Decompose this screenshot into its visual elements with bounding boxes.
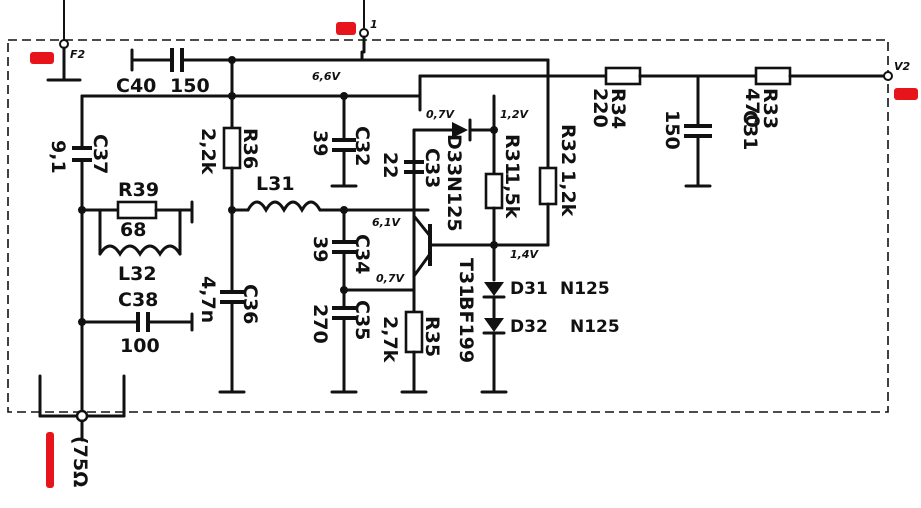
voltage-base: 1,4V (510, 248, 539, 261)
r36-resistor (222, 126, 242, 170)
voltage-supply: 6,6V (312, 70, 341, 83)
d32-diode (484, 318, 504, 332)
terminal-f2-label: F2 (70, 48, 86, 61)
r34-value: 220 (589, 88, 611, 128)
d31-value: N125 (560, 279, 610, 299)
c40-value: 150 (170, 75, 210, 97)
t31-transistor (412, 198, 496, 292)
c33-value: 22 (379, 152, 401, 178)
voltage-collector: 6,1V (372, 216, 401, 229)
c31-value: 150 (661, 110, 683, 150)
d33-diode (452, 122, 468, 138)
d33-ref: D33 (443, 134, 465, 176)
c34-ref: C34 (351, 234, 373, 274)
terminal-bottom: (75Ω (38, 374, 126, 487)
l31-inductor (246, 200, 322, 214)
r36-value: 2,2k (197, 128, 219, 175)
t31-value: BF199 (455, 296, 477, 363)
c40-ref: C40 (116, 75, 156, 97)
red-marker-f2 (30, 52, 54, 64)
r31-resistor (484, 172, 504, 210)
terminal-v2-pin (883, 71, 893, 81)
r31-value: 1,5k (501, 172, 523, 219)
r33-value: 470 (741, 88, 763, 128)
r34-ref: R34 (607, 88, 629, 129)
terminal-v2-label: V2 (894, 60, 911, 73)
t31-ref: T31 (455, 258, 477, 297)
l31-ref: L31 (256, 173, 295, 195)
c36-value: 4,7n (197, 276, 219, 323)
c32-ref: C32 (351, 126, 373, 166)
r36-ref: R36 (239, 128, 261, 169)
c31-ref: C31 (739, 110, 761, 150)
module-outline (7, 39, 889, 413)
c38-ref: C38 (118, 289, 158, 311)
r33-resistor (754, 66, 792, 86)
c32-value: 39 (309, 130, 331, 156)
red-marker-bottom (46, 432, 54, 488)
r34-resistor (604, 66, 642, 86)
voltage-anode: 0,7V (426, 108, 455, 121)
r32-resistor (538, 166, 558, 206)
terminal-top-label: 1 (370, 18, 378, 31)
d33-value: N125 (443, 176, 465, 232)
r31-ref: R31 (501, 134, 523, 175)
red-marker-v2 (894, 88, 918, 100)
c35-value: 270 (309, 304, 331, 344)
red-marker-top (336, 22, 356, 35)
l32-inductor (98, 244, 182, 257)
terminal-bottom-label: (75Ω (69, 436, 91, 487)
d32-value: N125 (570, 317, 620, 337)
d31-diode (484, 282, 504, 296)
r32-value: 1,2k (557, 170, 579, 217)
d31-ref: D31 (510, 279, 548, 299)
r39-ref: R39 (118, 179, 159, 201)
c37-ref: C37 (89, 134, 111, 174)
r35-value: 2,7k (379, 316, 401, 363)
d32-ref: D32 (510, 317, 548, 337)
c37-value: 9,1 (47, 140, 69, 174)
r32-ref: R32 (557, 124, 579, 165)
c36-ref: C36 (239, 284, 261, 324)
voltage-emitter: 0,7V (376, 272, 405, 285)
r33-ref: R33 (759, 88, 781, 129)
c34-value: 39 (309, 236, 331, 262)
voltage-cathode: 1,2V (500, 108, 529, 121)
r39-resistor (116, 200, 158, 220)
r35-resistor (404, 310, 424, 354)
l32-ref: L32 (118, 263, 157, 285)
c35-ref: C35 (351, 300, 373, 340)
terminal-f2: F2 (46, 0, 86, 82)
c33-ref: C33 (421, 148, 443, 188)
r39-value: 68 (120, 219, 146, 241)
r35-ref: R35 (421, 316, 443, 357)
c38-value: 100 (120, 335, 160, 357)
terminal-top: 1 (359, 0, 378, 54)
